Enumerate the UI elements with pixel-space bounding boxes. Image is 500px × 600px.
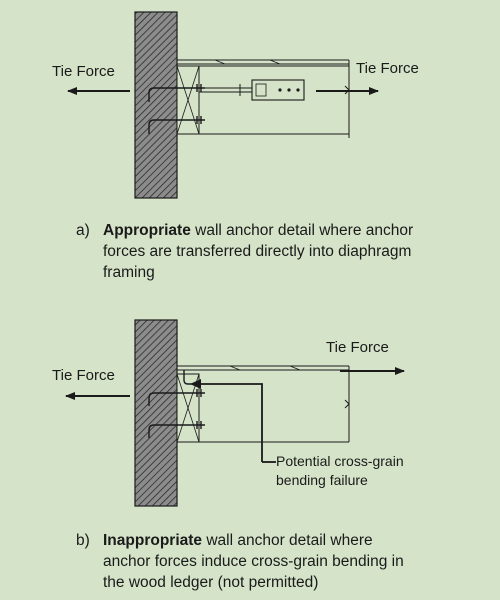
diagram-b: Tie Force Tie Force Potential cross-grai… bbox=[52, 319, 405, 507]
caption-a-body: Appropriate wall anchor detail where anc… bbox=[103, 220, 413, 283]
joist-b bbox=[177, 365, 350, 443]
caption-a-text-3: framing bbox=[103, 264, 155, 281]
hold-down-strap-a bbox=[251, 79, 305, 101]
diagram-a: Tie Force Tie Force bbox=[52, 11, 419, 199]
tie-rod-a bbox=[199, 84, 252, 96]
anchor-bolt-b-top bbox=[148, 389, 205, 406]
caption-b-text-1: wall anchor detail where bbox=[202, 532, 373, 549]
anchor-bolt-b-bottom bbox=[148, 421, 205, 438]
caption-b-text-2: anchor forces induce cross-grain bending… bbox=[103, 553, 404, 570]
break-line-b bbox=[344, 399, 350, 409]
tie-force-label-a-right: Tie Force bbox=[356, 60, 419, 77]
callout-label-line1: Potential cross-grain bbox=[276, 453, 404, 469]
sheathing-nail-b bbox=[183, 370, 194, 385]
ledger-a bbox=[176, 65, 200, 135]
caption-b: b) Inappropriate wall anchor detail wher… bbox=[76, 530, 476, 596]
caption-a-text-2: forces are transferred directly into dia… bbox=[103, 243, 412, 260]
caption-a: a) Appropriate wall anchor detail where … bbox=[76, 220, 476, 286]
callout-label-line2: bending failure bbox=[276, 472, 368, 488]
concrete-wall-b bbox=[134, 319, 178, 507]
anchor-bolt-a-bottom bbox=[148, 116, 205, 134]
caption-b-emphasis: Inappropriate bbox=[103, 532, 203, 549]
caption-b-letter: b) bbox=[76, 532, 90, 549]
caption-a-letter: a) bbox=[76, 222, 90, 239]
tie-force-label-b-left: Tie Force bbox=[52, 367, 115, 384]
caption-b-text-3: the wood ledger (not permitted) bbox=[103, 574, 319, 591]
caption-a-text-1: wall anchor detail where anchor bbox=[190, 222, 414, 239]
joist-a bbox=[177, 59, 350, 138]
callout-leader-b bbox=[190, 379, 276, 463]
caption-a-emphasis: Appropriate bbox=[103, 222, 191, 239]
tie-force-label-b-right: Tie Force bbox=[326, 339, 389, 356]
concrete-wall-a bbox=[134, 11, 178, 199]
tie-force-label-a-left: Tie Force bbox=[52, 63, 115, 80]
caption-b-body: Inappropriate wall anchor detail where a… bbox=[103, 530, 404, 593]
